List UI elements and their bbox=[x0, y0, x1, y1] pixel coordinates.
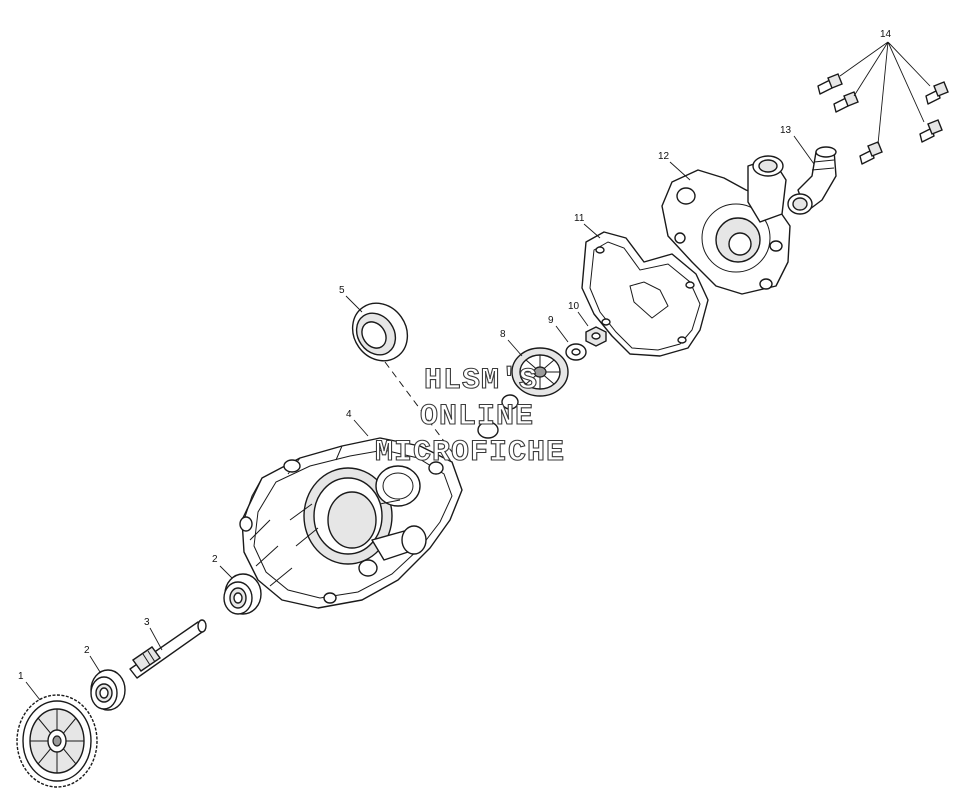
callout-1: 1 bbox=[18, 671, 24, 682]
part-8-impeller bbox=[477, 347, 569, 439]
part-13-elbow-fitting bbox=[787, 146, 837, 215]
part-12-pump-cover bbox=[661, 155, 791, 295]
watermark-line-3: MICROFICHE bbox=[374, 436, 566, 470]
part-10-nut bbox=[585, 326, 607, 347]
part-9-washer bbox=[565, 343, 587, 361]
leader-lines bbox=[25, 41, 931, 701]
watermark-line-1: HLSM'S bbox=[423, 364, 539, 398]
part-11-gasket bbox=[581, 231, 709, 357]
callout-8: 8 bbox=[500, 329, 506, 340]
part-5-seal bbox=[351, 302, 409, 362]
part-3-shaft bbox=[129, 619, 207, 679]
callout-9: 9 bbox=[548, 315, 554, 326]
part-14-bolts bbox=[817, 73, 949, 165]
callout-2-lower: 2 bbox=[84, 645, 90, 656]
callout-13: 13 bbox=[780, 125, 792, 136]
callout-12: 12 bbox=[658, 151, 670, 162]
bolt-3 bbox=[925, 81, 949, 105]
watermark-line-2: ONLINE bbox=[419, 400, 535, 434]
callout-4: 4 bbox=[346, 409, 352, 420]
part-4-pump-housing bbox=[239, 437, 463, 609]
callout-10: 10 bbox=[568, 301, 580, 312]
callout-5: 5 bbox=[339, 285, 345, 296]
part-2-bearing-lower bbox=[90, 669, 126, 711]
callout-11: 11 bbox=[574, 213, 585, 224]
callout-14: 14 bbox=[880, 29, 892, 40]
bolt-4 bbox=[919, 119, 943, 143]
part-2-bearing-upper bbox=[223, 573, 262, 615]
callout-2-upper: 2 bbox=[212, 554, 218, 565]
part-1-sprocket bbox=[16, 694, 98, 788]
callout-3: 3 bbox=[144, 617, 150, 628]
bolt-1 bbox=[817, 73, 843, 95]
alignment-axis-line bbox=[384, 361, 459, 461]
bolt-5 bbox=[859, 141, 883, 165]
